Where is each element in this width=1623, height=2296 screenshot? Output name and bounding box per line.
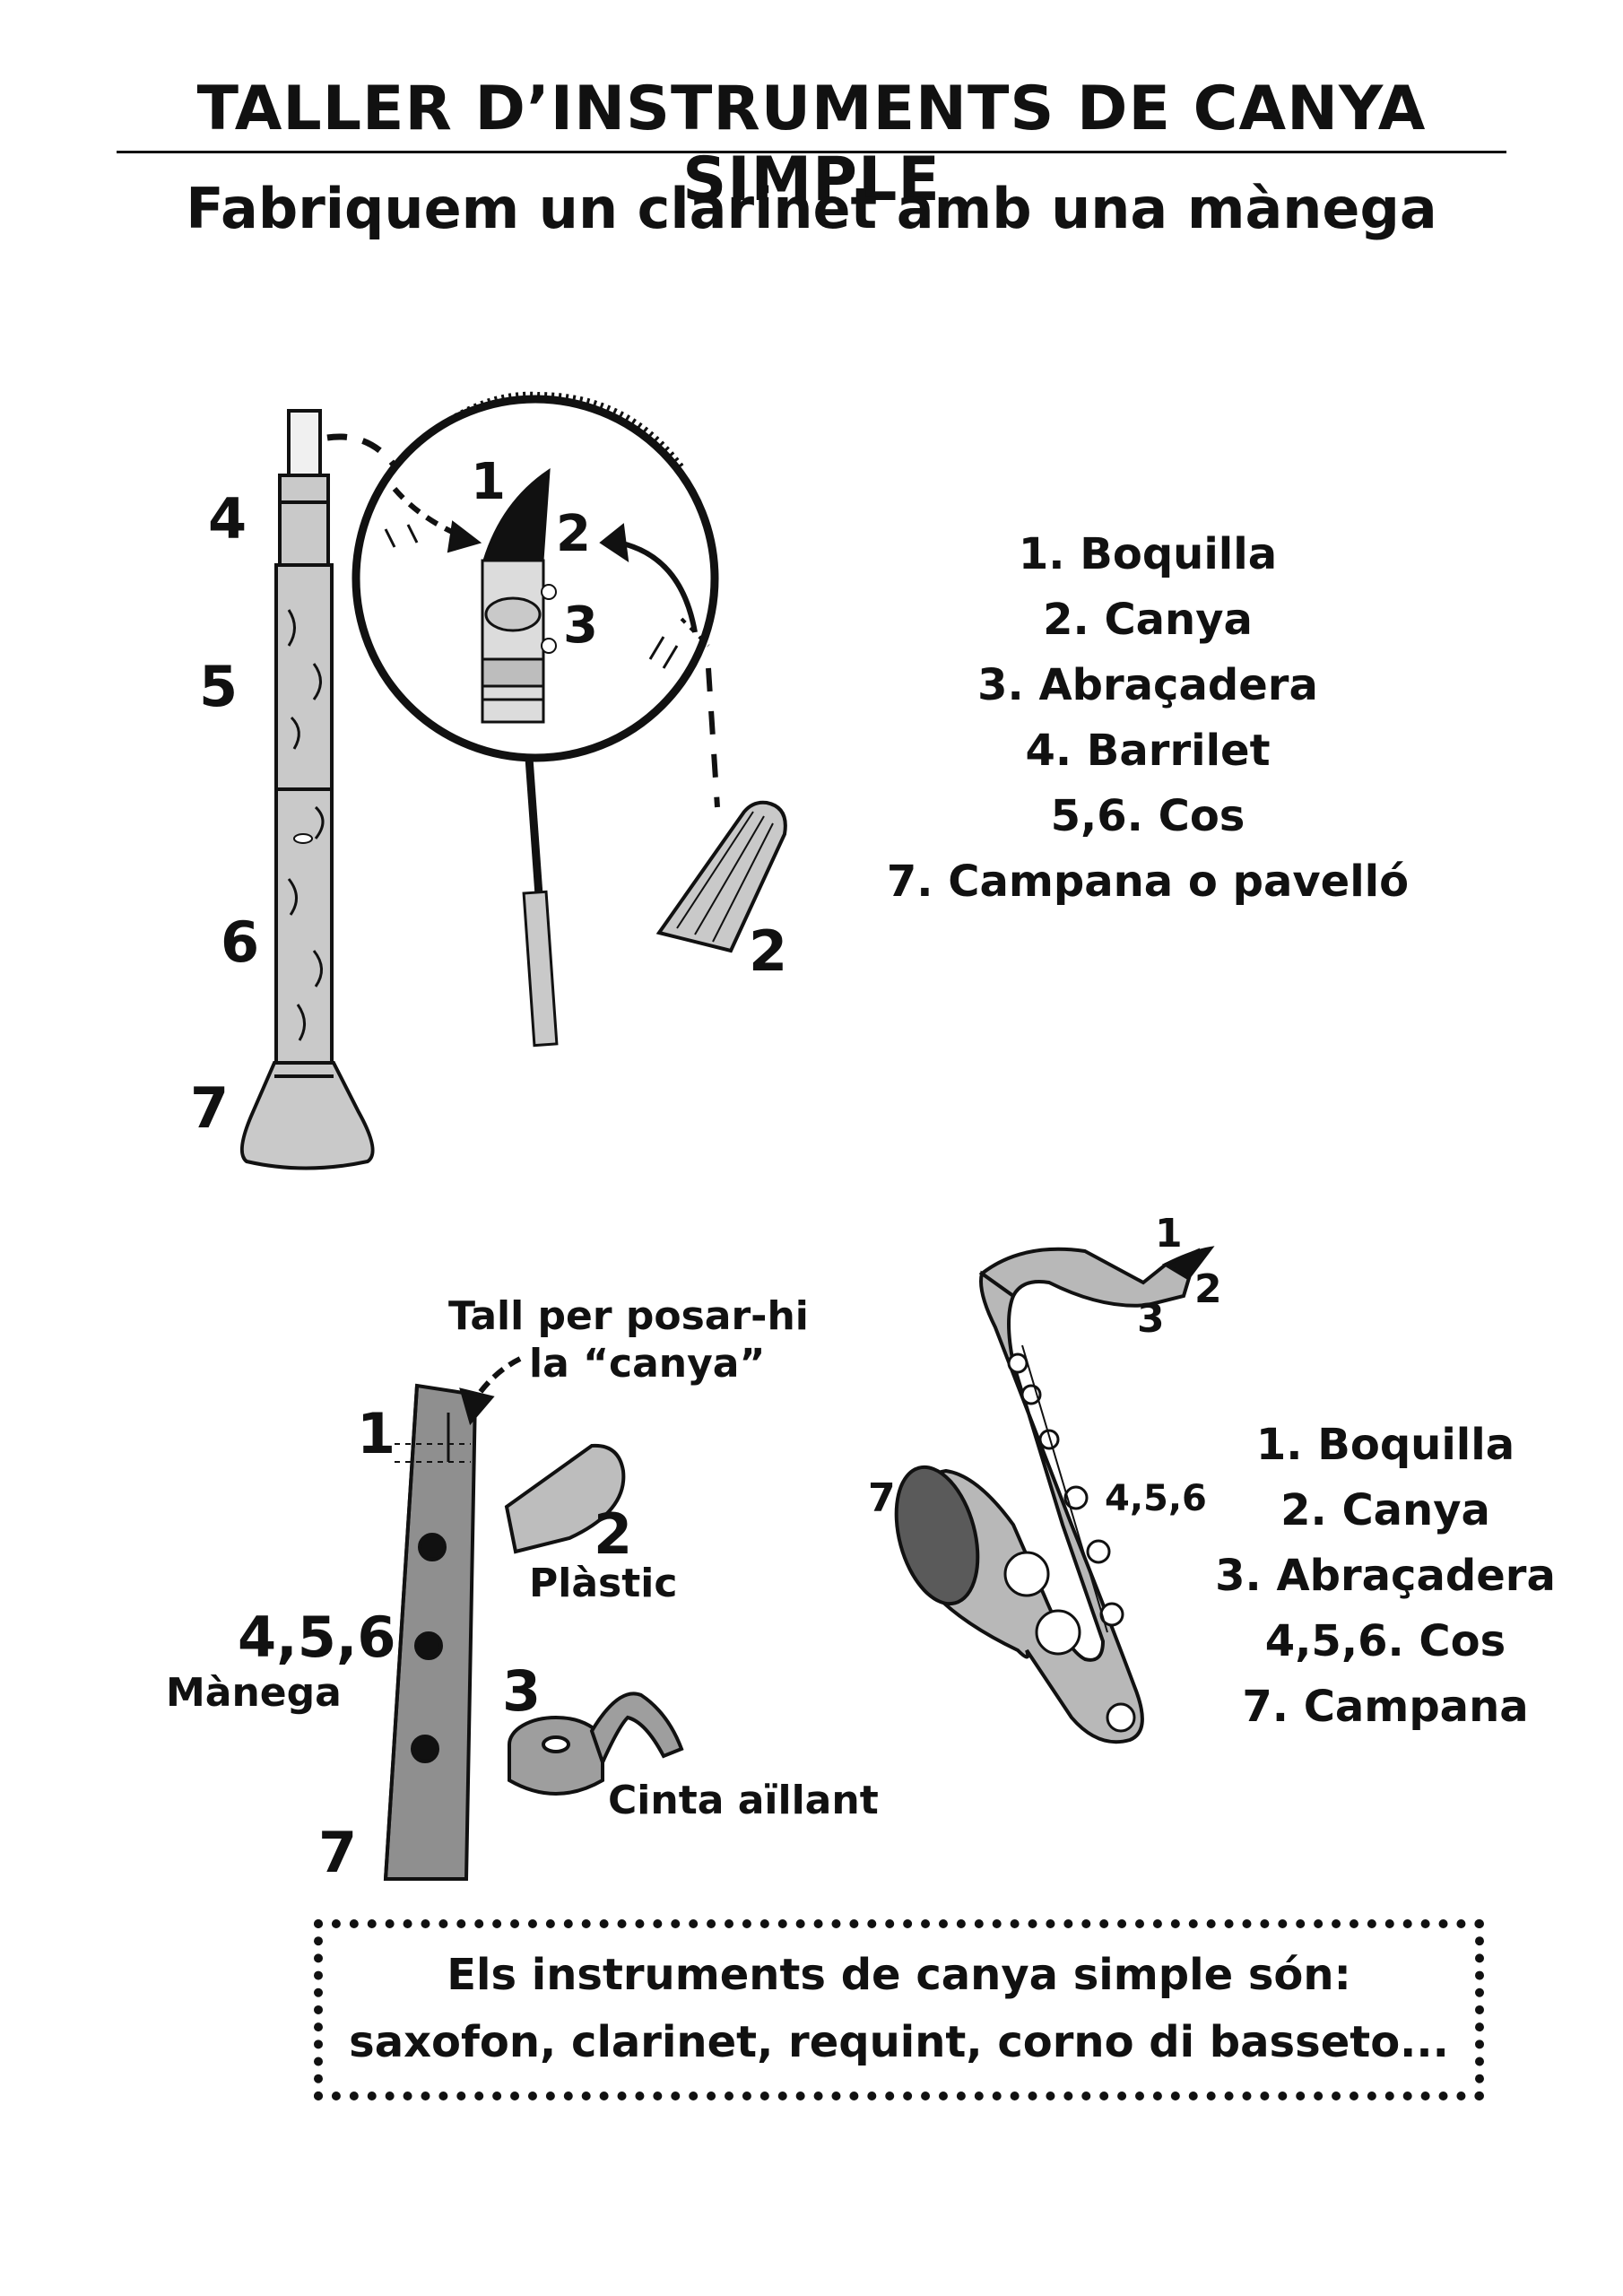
sax-legend-item: 4,5,6. Cos — [1264, 1616, 1506, 1666]
clarinet-legend-item: 1. Boquilla — [1018, 529, 1278, 579]
cut-arrow — [473, 1356, 522, 1401]
footer-line-1: Els instruments de canya simple són: — [447, 1950, 1351, 2000]
reed-label-2: 2 — [749, 918, 788, 984]
sax-label-1: 1 — [1155, 1211, 1183, 1257]
page-subtitle: Fabriquem un clarinet amb una mànega — [186, 176, 1437, 241]
sax-legend-item: 1. Boquilla — [1255, 1420, 1515, 1470]
clarinet-label-5: 5 — [199, 654, 239, 719]
zoom-label-1: 1 — [471, 453, 506, 511]
clarinet-legend-item: 5,6. Cos — [1050, 791, 1245, 841]
reed-illustration — [655, 667, 787, 953]
footer-dotted-box — [314, 1919, 1484, 2100]
sax-bell-opening — [894, 1465, 980, 1606]
zoom-ligature-band — [481, 657, 545, 688]
saxophone-illustration — [894, 1246, 1215, 1744]
sax-label-456: 4,5,6 — [1105, 1478, 1207, 1519]
sax-label-3: 3 — [1137, 1296, 1165, 1342]
clarinet-legend: 1. Boquilla 2. Canya 3. Abraçadera 4. Ba… — [834, 522, 1462, 915]
sax-neck — [978, 1247, 1201, 1308]
clarinet-legend-item: 2. Canya — [1043, 595, 1253, 645]
hose-label-7: 7 — [318, 1820, 358, 1885]
sax-legend-item: 2. Canya — [1280, 1485, 1490, 1535]
clarinet-barrel — [278, 474, 330, 567]
cut-note-line2: la “canya” — [529, 1340, 766, 1387]
plastic-label: Plàstic — [529, 1561, 678, 1606]
sax-label-7: 7 — [868, 1475, 896, 1521]
sax-mouthpiece — [1161, 1246, 1215, 1281]
sax-legend: 1. Boquilla 2. Canya 3. Abraçadera 4,5,6… — [1206, 1413, 1565, 1740]
sax-legend-item: 7. Campana — [1242, 1682, 1529, 1732]
hose-label-1: 1 — [357, 1401, 396, 1466]
footer-text: Els instruments de canya simple són: sax… — [314, 1942, 1484, 2076]
sax-legend-item: 3. Abraçadera — [1215, 1551, 1556, 1601]
zoom-label-3: 3 — [563, 596, 598, 655]
tape-label-3: 3 — [502, 1658, 542, 1724]
clarinet-legend-item: 4. Barrilet — [1025, 726, 1271, 776]
clarinet-label-4: 4 — [208, 486, 247, 552]
clarinet-body — [274, 563, 334, 1065]
cut-note: Tall per posar-hi la “canya” — [448, 1293, 825, 1388]
zoom-mouthpiece — [482, 468, 551, 562]
tape-label: Cinta aïllant — [608, 1778, 879, 1823]
cut-note-line1: Tall per posar-hi — [448, 1293, 809, 1339]
sax-label-2: 2 — [1194, 1266, 1222, 1312]
clarinet-label-6: 6 — [221, 909, 260, 975]
page-title: TALLER D’INSTRUMENTS DE CANYA SIMPLE — [196, 74, 1427, 215]
clarinet-bell — [239, 1061, 375, 1170]
plastic-reed-illustration — [504, 1443, 626, 1554]
clarinet-mouthpiece — [287, 409, 322, 477]
zoom-label-2: 2 — [556, 505, 591, 563]
magnifier-illustration — [352, 391, 719, 1048]
hose-clarinet-illustration — [383, 1356, 522, 1881]
zoom-ligature-top — [484, 596, 542, 632]
title-underline — [117, 151, 1506, 153]
hose-label-manega: Mànega — [166, 1670, 342, 1716]
plastic-label-2: 2 — [594, 1501, 633, 1567]
footer-line-2: saxofon, clarinet, requint, corno di bas… — [349, 2017, 1449, 2067]
clarinet-label-7: 7 — [190, 1075, 230, 1141]
arrow-to-reed — [618, 540, 698, 633]
tape-roll-illustration — [508, 1692, 684, 1796]
hose-label-456: 4,5,6 — [238, 1605, 396, 1670]
arrow-to-mouthpiece — [392, 487, 468, 541]
clarinet-legend-item: 7. Campana o pavelló — [886, 857, 1410, 907]
zoom-body — [481, 559, 545, 724]
clarinet-legend-item: 3. Abraçadera — [977, 660, 1318, 710]
